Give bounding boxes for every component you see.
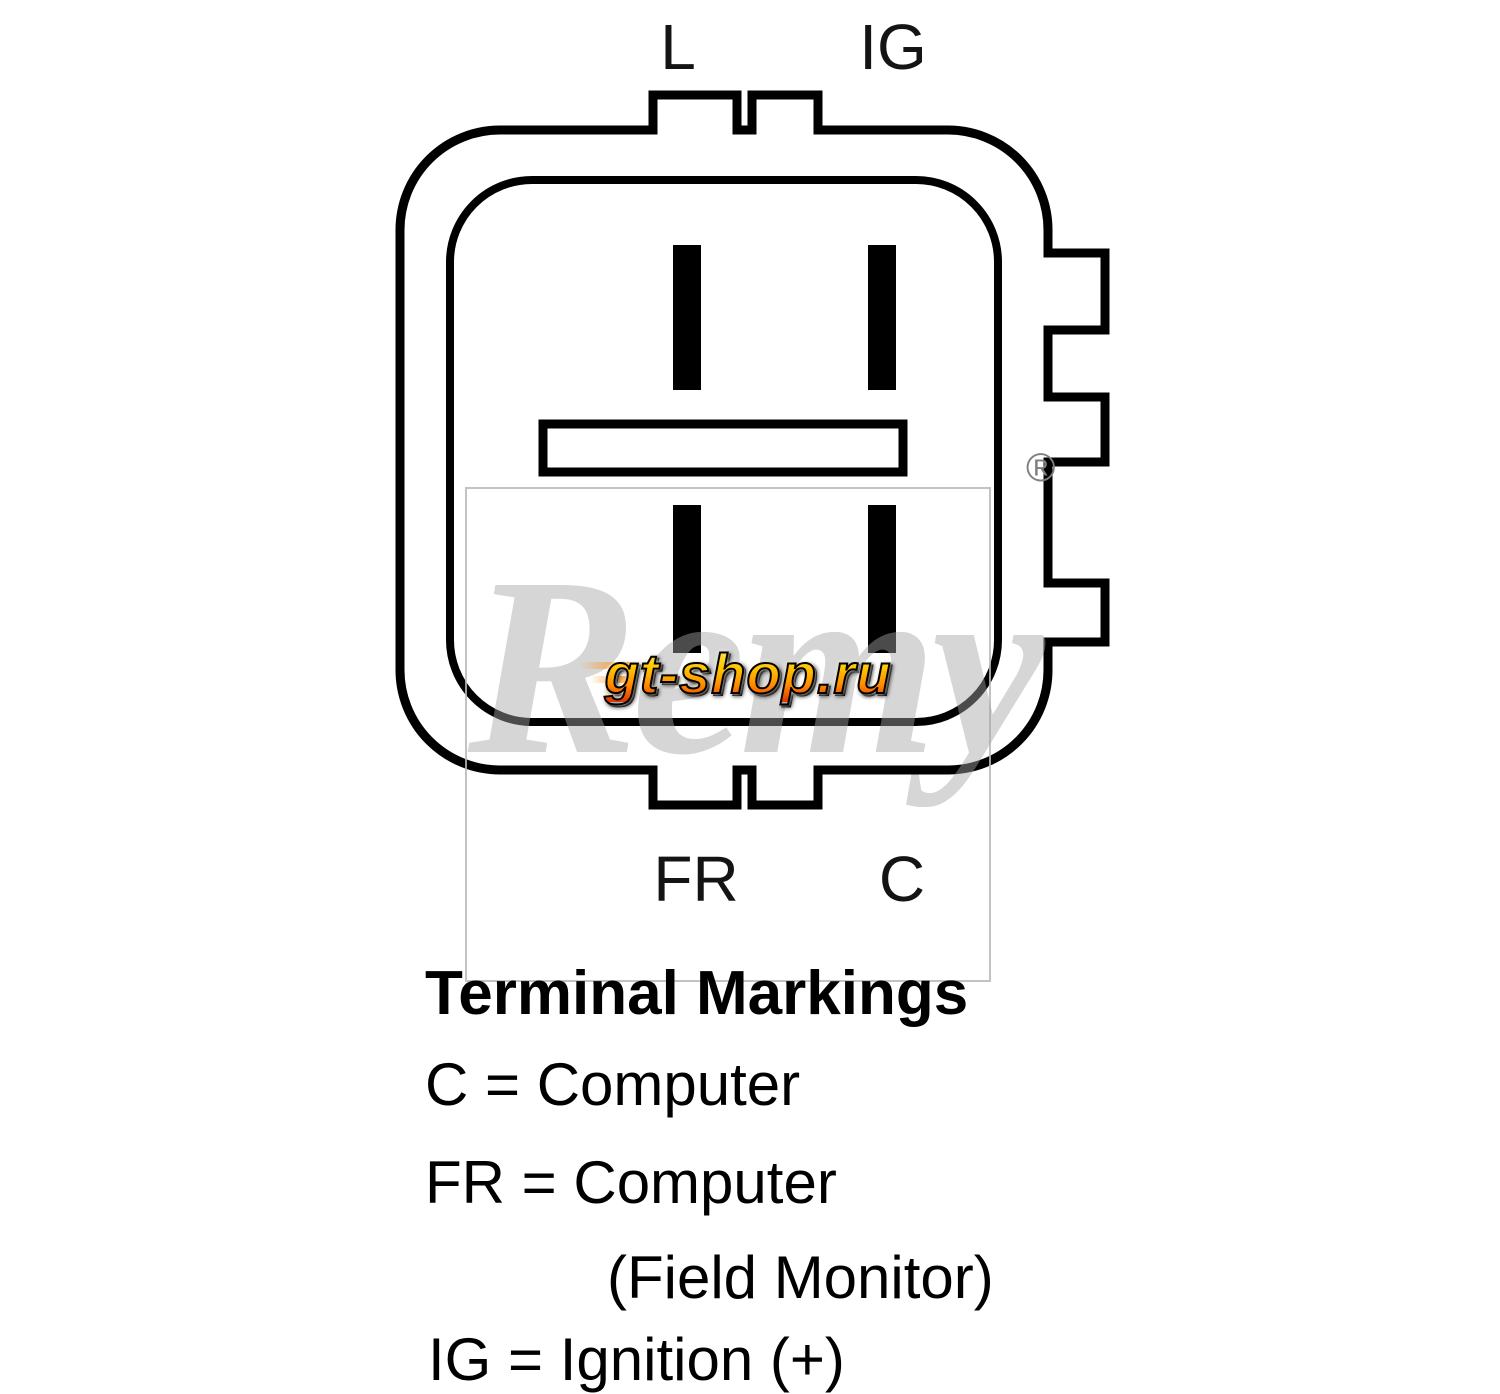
connector-diagram bbox=[395, 90, 1110, 810]
pin-l bbox=[673, 245, 701, 390]
shop-logo-speed-lines bbox=[580, 655, 640, 704]
terminal-label-l: L bbox=[660, 11, 696, 83]
legend-line-ig: IG = Ignition (+) bbox=[428, 1326, 845, 1393]
watermark-brand-text: Remy bbox=[468, 526, 1045, 808]
watermark-frame bbox=[465, 487, 991, 982]
terminal-label-ig: IG bbox=[859, 11, 927, 83]
speed-line bbox=[580, 662, 638, 669]
shop-logo-text: gt-shop.ru bbox=[604, 642, 892, 705]
terminal-label-c: C bbox=[878, 843, 926, 915]
pin-c bbox=[868, 505, 896, 653]
legend-title: Terminal Markings bbox=[425, 959, 969, 1028]
speed-line bbox=[590, 676, 634, 683]
legend-line-field-monitor: (Field Monitor) bbox=[607, 1244, 994, 1311]
legend-line-fr: FR = Computer bbox=[425, 1149, 837, 1216]
registered-trademark-symbol: ® bbox=[1026, 446, 1056, 490]
pin-fr bbox=[673, 505, 701, 653]
speed-line bbox=[602, 690, 632, 697]
pin-ig bbox=[868, 245, 896, 390]
legend-line-c: C = Computer bbox=[425, 1051, 801, 1118]
page: { "diagram": { "top_left_label": "L", "t… bbox=[395, 11, 1110, 1393]
center-keyway-slot bbox=[538, 419, 908, 477]
connector-inner-outline bbox=[446, 176, 1002, 726]
terminal-label-fr: FR bbox=[653, 843, 739, 915]
